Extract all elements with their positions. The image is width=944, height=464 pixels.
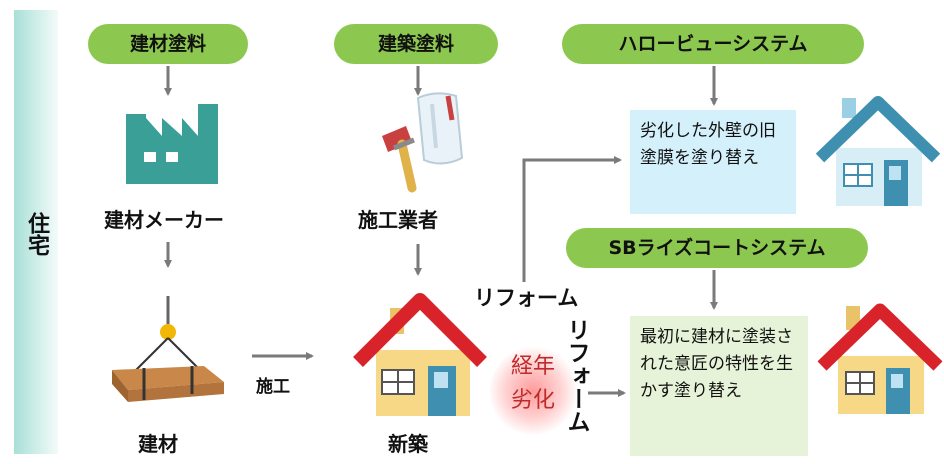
house-new-build-icon — [353, 293, 487, 416]
label-aging: 経年劣化 — [510, 354, 555, 413]
hello-view-description: 劣化した外壁の旧塗膜を塗り替え — [630, 110, 796, 214]
pill-hello-view-system: ハロービューシステム — [562, 24, 864, 64]
sidebar-label: 住宅 — [24, 212, 49, 256]
label-construction: 施工 — [256, 377, 290, 397]
paint-bucket-brush-icon — [382, 92, 464, 193]
label-contractor: 施工業者 — [358, 208, 438, 232]
label-new-build: 新築 — [388, 432, 428, 456]
label-manufacturer: 建材メーカー — [104, 208, 224, 232]
arrow-reform-upper — [522, 156, 622, 282]
house-red-icon — [817, 303, 943, 414]
sb-rise-description: 最初に建材に塗装された意匠の特性を生かす塗り替え — [630, 316, 808, 456]
label-reform-horizontal: リフォーム — [474, 286, 579, 310]
label-material: 建材 — [138, 432, 178, 456]
aging-glow — [490, 346, 576, 436]
pill-building-material-paint: 建材塗料 — [88, 24, 248, 64]
lumber-crane-icon — [112, 296, 224, 402]
pill-sb-rise-coat-system: SBライズコートシステム — [566, 228, 868, 268]
sidebar-band — [14, 10, 58, 454]
factory-icon — [126, 104, 218, 184]
pill-architectural-paint: 建築塗料 — [334, 24, 498, 64]
house-blue-icon — [815, 96, 941, 206]
